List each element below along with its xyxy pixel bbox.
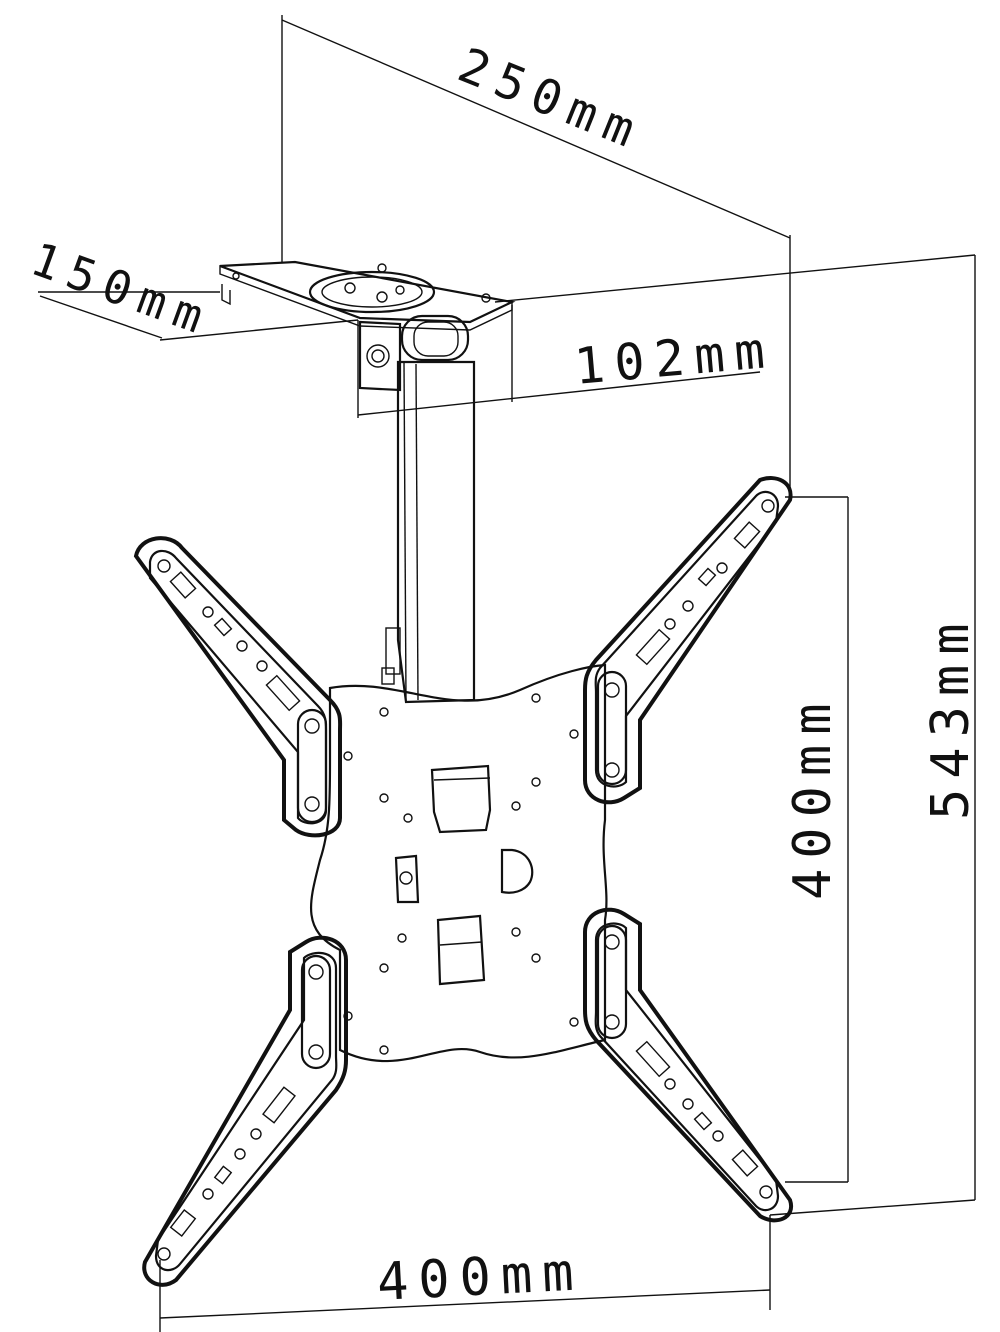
- ceiling-plate: [219, 260, 516, 331]
- arm-lower-right: [583, 907, 794, 1223]
- dim-543mm-label: 543mm: [921, 613, 981, 820]
- dim-102mm-label: 102mm: [572, 321, 777, 396]
- arm-upper-right: [583, 476, 793, 805]
- hinge-bracket: [358, 314, 470, 392]
- vertical-tube: [381, 360, 476, 704]
- arm-lower-left: [142, 935, 348, 1287]
- dim-150mm-label: 150mm: [24, 232, 220, 347]
- dim-400mm-vertical-label: 400mm: [783, 693, 843, 900]
- plate-holes: [343, 693, 579, 1055]
- dimension-lines: [38, 15, 976, 1332]
- dim-250mm-label: 250mm: [451, 37, 652, 162]
- center-plate: [309, 663, 608, 1063]
- dim-400mm-horizontal-label: 400mm: [376, 1242, 585, 1313]
- arm-upper-left: [133, 536, 343, 838]
